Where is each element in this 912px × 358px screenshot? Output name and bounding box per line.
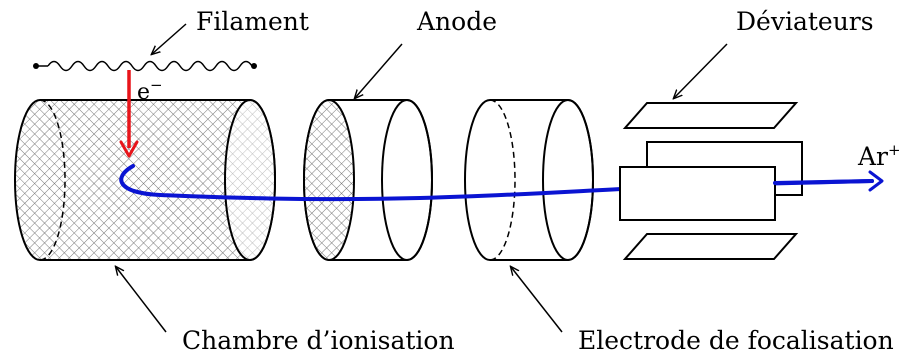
label-electron: e− — [137, 76, 163, 105]
ion-symbol: Ar — [857, 142, 888, 171]
electrode-exit-face — [542, 99, 594, 261]
leader-electrode — [511, 267, 563, 333]
label-chambre: Chambre d’ionisation — [182, 326, 455, 355]
deflector-front-box — [619, 166, 776, 221]
filament-wire — [33, 60, 257, 72]
filament-terminal-left — [33, 63, 39, 69]
focusing-electrode — [464, 99, 594, 261]
filament-terminal-right — [251, 63, 257, 69]
electron-charge: − — [150, 76, 163, 94]
leader-chambre — [116, 267, 167, 333]
label-deviateurs: Déviateurs — [736, 7, 874, 36]
leader-filament — [152, 23, 187, 54]
electrode-inner-rim — [489, 99, 516, 261]
label-filament: Filament — [196, 7, 309, 36]
deflector-plate-bottom — [622, 233, 799, 260]
leader-deviateurs — [674, 43, 728, 98]
anode-cylinder — [303, 99, 433, 261]
label-anode: Anode — [416, 7, 497, 36]
filament-coil — [47, 60, 253, 72]
ion-beam-exit-segment — [773, 179, 874, 185]
anode-entry-face — [303, 99, 355, 261]
label-electrode: Electrode de focalisation — [578, 326, 894, 355]
chamber-inner-rim — [39, 99, 66, 261]
ion-charge: + — [888, 141, 901, 159]
ionisation-chamber — [14, 99, 276, 261]
electron-symbol: e — [137, 80, 150, 105]
ion-beam-arrowhead — [868, 170, 884, 192]
anode-exit-face — [381, 99, 433, 261]
leader-anode — [355, 43, 403, 98]
electrode-body — [464, 99, 594, 261]
electron-arrowhead — [119, 140, 139, 158]
label-ion: Ar+ — [857, 141, 901, 171]
chamber-exit-face — [224, 99, 276, 261]
deflector-plate-top — [622, 102, 799, 129]
